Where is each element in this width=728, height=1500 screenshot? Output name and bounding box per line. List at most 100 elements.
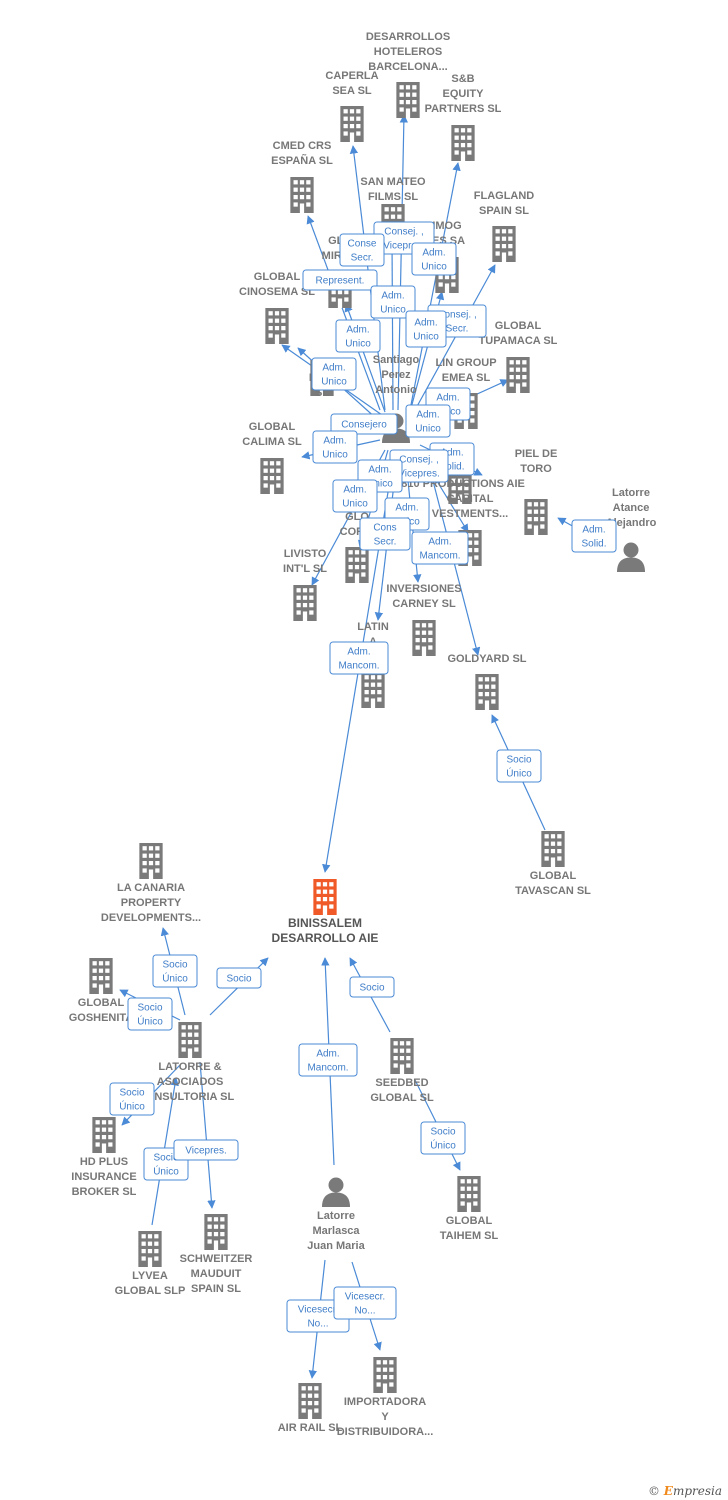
role-badge[interactable]: Adm.Unico <box>311 357 357 391</box>
role-badge[interactable]: Vicesecr.No... <box>333 1286 397 1320</box>
role-badge-line: Unico <box>321 377 347 388</box>
role-badge-label: Adm.Mancom. <box>338 647 379 672</box>
role-badge-label: Adm.Mancom. <box>419 537 460 562</box>
node-goldyard[interactable]: GOLDYARD SL <box>447 653 527 710</box>
role-badge[interactable]: Adm.Unico <box>335 319 381 353</box>
node-label-line: CAPERLA <box>325 70 378 82</box>
role-badge[interactable]: Adm.Unico <box>370 285 416 319</box>
role-badge-line: Unico <box>342 499 368 510</box>
role-badge[interactable]: Socio <box>349 976 395 998</box>
building-icon <box>524 499 548 535</box>
role-badge-line: Conse <box>348 239 377 250</box>
role-badge-label: Consej. ,Vicepres. <box>398 455 440 480</box>
role-badge[interactable]: Consejero <box>330 413 398 435</box>
role-badge[interactable]: Represent. <box>302 269 378 291</box>
role-badge[interactable]: Consej. ,Vicepres. <box>389 449 449 483</box>
building-icon <box>298 1383 322 1419</box>
node-label-line: INT'L SL <box>283 563 327 575</box>
node-label-line: Perez <box>381 369 411 381</box>
role-badge-label: Adm.Unico <box>415 410 441 435</box>
node-label-line: DISTRIBUIDORA... <box>337 1426 434 1438</box>
role-badge-line: Adm. <box>422 248 445 259</box>
role-badge-line: Consej. , <box>399 455 438 466</box>
role-badge[interactable]: Adm.Unico <box>411 242 457 276</box>
role-badge-line: Socio <box>162 960 187 971</box>
person-icon <box>617 542 645 572</box>
role-badge-box <box>302 269 378 291</box>
role-badge-line: Secr. <box>351 253 374 264</box>
role-badge-line: Adm. <box>347 647 370 658</box>
node-label-line: CALIMA SL <box>242 436 302 448</box>
node-label-line: INVERSIONES <box>386 583 461 595</box>
role-badge[interactable]: Adm.Unico <box>405 310 447 348</box>
edge-santiago-sb <box>409 162 461 411</box>
node-label-line: SEA SL <box>332 85 372 97</box>
role-badge-line: Vicepres. <box>185 1146 227 1157</box>
role-badge[interactable]: Adm.Unico <box>405 404 451 438</box>
role-badge-label: Adm.Unico <box>413 318 439 343</box>
role-badge[interactable]: Adm.Mancom. <box>298 1043 358 1077</box>
role-badge-line: Unico <box>322 450 348 461</box>
role-badge[interactable]: Adm.Mancom. <box>411 531 469 565</box>
role-badge-line: Represent. <box>316 276 365 287</box>
role-badge-box <box>216 967 262 989</box>
node-caperla[interactable]: CAPERLA SEA SL <box>325 70 379 142</box>
role-badge[interactable]: Adm. Unico <box>312 430 358 464</box>
empresia-brand-text: mpresia <box>672 1484 722 1498</box>
copyright-symbol: © <box>647 1484 660 1498</box>
role-badge[interactable]: Socio <box>216 967 262 989</box>
role-badge[interactable]: Adm.Unico <box>332 479 378 513</box>
role-badge[interactable]: Adm.Solid. <box>571 519 617 553</box>
building-icon <box>361 672 385 708</box>
person-icon <box>322 1177 350 1207</box>
empresia-footer[interactable]: © Empresia <box>648 1484 722 1498</box>
role-badge[interactable]: Adm.Mancom. <box>329 641 389 675</box>
node-airrail[interactable]: AIR RAIL SL <box>278 1383 343 1434</box>
node-label-line: IMOG <box>432 220 461 232</box>
role-badge-line: Adm. <box>323 436 346 447</box>
role-badge[interactable]: Vicepres. <box>173 1139 239 1161</box>
role-badge-label: Represent. <box>316 276 365 287</box>
building-icon <box>492 226 516 262</box>
